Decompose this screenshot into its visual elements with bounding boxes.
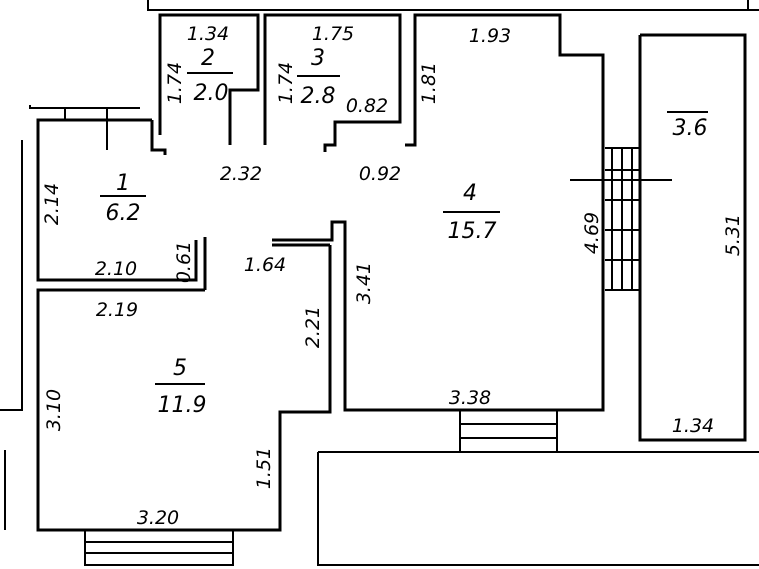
balcony-area: 3.6 bbox=[673, 116, 708, 141]
room-5-area: 11.9 bbox=[158, 393, 207, 418]
dim-room4-bottom: 3.38 bbox=[449, 387, 491, 409]
room-1-area: 6.2 bbox=[106, 201, 141, 226]
room-4-number: 4 bbox=[463, 181, 477, 206]
dim-room5-right: 2.21 bbox=[302, 306, 324, 348]
dim-balcony-height: 5.31 bbox=[722, 214, 744, 256]
room-2-label: 2 2.0 bbox=[187, 46, 233, 106]
room-3-label: 3 2.8 bbox=[297, 46, 340, 109]
room-1-number: 1 bbox=[116, 171, 130, 196]
room-1-walls bbox=[36, 108, 207, 290]
dim-balcony-width: 1.34 bbox=[672, 415, 714, 437]
dim-room5-lower-right: 1.51 bbox=[253, 447, 275, 489]
dim-room3-width: 1.75 bbox=[312, 23, 354, 45]
dim-room3-partition: 0.82 bbox=[346, 95, 388, 117]
room-5-label: 5 11.9 bbox=[155, 356, 206, 418]
dim-room4-left: 3.41 bbox=[353, 262, 375, 304]
dim-corridor-bottom: 1.64 bbox=[244, 254, 286, 276]
dim-room2-height: 1.74 bbox=[164, 62, 186, 104]
window-bottom-left bbox=[84, 529, 234, 566]
room-3-number: 3 bbox=[311, 46, 325, 71]
dim-room5-top: 2.19 bbox=[96, 299, 138, 321]
dim-room2-width: 1.34 bbox=[187, 23, 229, 45]
dim-room4-height: 4.69 bbox=[581, 212, 603, 254]
balcony-label: 3.6 bbox=[667, 111, 708, 141]
dim-room5-left: 3.10 bbox=[43, 389, 65, 431]
room-5-walls bbox=[36, 243, 332, 532]
dim-corridor-width: 2.32 bbox=[220, 163, 262, 185]
room-2-number: 2 bbox=[201, 46, 215, 71]
dim-room1-width: 2.10 bbox=[95, 258, 137, 280]
dim-room1-niche: 0.61 bbox=[173, 241, 195, 283]
room-4-walls bbox=[272, 13, 672, 412]
room-4-area: 15.7 bbox=[448, 219, 497, 244]
dim-room3-height: 1.74 bbox=[275, 62, 297, 104]
room-5-number: 5 bbox=[173, 356, 187, 381]
room-2-walls bbox=[158, 13, 260, 145]
dimension-labels: 1.34 1.74 1.75 1.74 0.82 1.93 1.81 2.32 … bbox=[41, 23, 744, 529]
room-4-label: 4 15.7 bbox=[443, 181, 500, 244]
dim-corridor-gap: 0.92 bbox=[359, 163, 401, 185]
balcony-walls bbox=[638, 33, 747, 442]
room-3-walls bbox=[263, 13, 402, 152]
room-2-area: 2.0 bbox=[194, 81, 229, 106]
dim-room5-bottom: 3.20 bbox=[137, 507, 179, 529]
room-1-label: 1 6.2 bbox=[100, 171, 146, 226]
dim-room1-height: 2.14 bbox=[41, 183, 63, 225]
window-bottom-center bbox=[459, 409, 558, 453]
dim-room4-top: 1.93 bbox=[469, 25, 511, 47]
dim-room4-left-upper: 1.81 bbox=[418, 62, 440, 104]
room-3-area: 2.8 bbox=[301, 84, 336, 109]
